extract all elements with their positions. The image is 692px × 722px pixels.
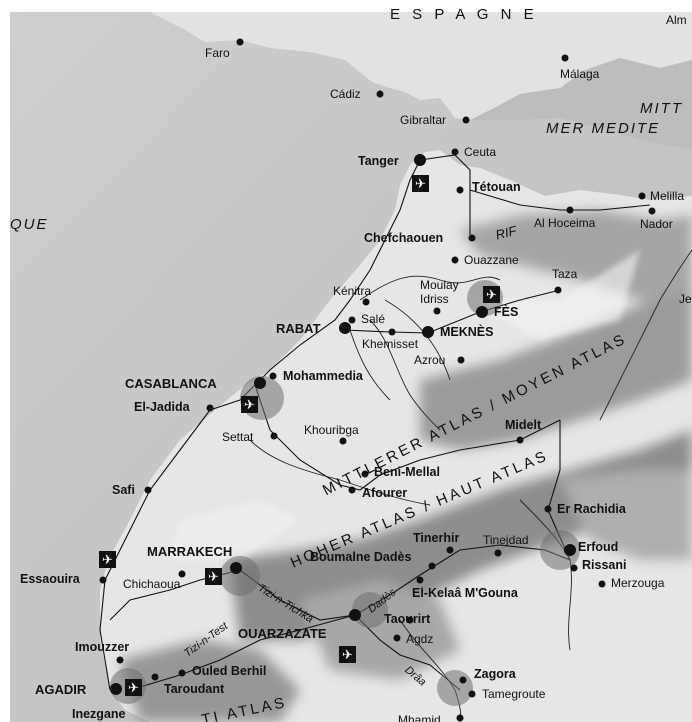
place-fes: FÈS (494, 305, 519, 319)
airport-marrakech-icon: ✈ (205, 568, 222, 585)
place-agadir: AGADIR (35, 682, 87, 697)
place-el-jadida: El-Jadida (134, 400, 190, 414)
place-alm: Alm (666, 13, 687, 27)
place-midelt: Midelt (505, 418, 542, 432)
place-cadiz: Cádiz (330, 87, 361, 101)
place-merzouga: Merzouga (611, 576, 665, 590)
region-mer-2: MER MEDITE (546, 120, 661, 137)
place-er-rachidia: Er Rachidia (557, 502, 626, 516)
place-tinejdad: Tinejdad (483, 533, 529, 547)
place-meknes: MEKNÈS (440, 325, 494, 339)
region-espagne: E S P A G N E (390, 6, 538, 23)
place-rabat: RABAT (276, 321, 321, 336)
place-boumalne-dades: Boumalne Dadès (310, 550, 412, 564)
place-erfoud: Erfoud (578, 540, 619, 554)
place-tinerhir: Tinerhir (413, 531, 460, 545)
spain-land (150, 12, 692, 120)
place-mohammedia: Mohammedia (283, 369, 363, 383)
place-nador: Nador (640, 217, 673, 231)
place-rissani: Rissani (582, 558, 627, 572)
town-dots (99, 38, 656, 722)
place-agdz: Agdz (406, 632, 434, 646)
place-azrou: Azrou (414, 353, 446, 367)
place-tanger: Tanger (358, 154, 399, 168)
airport-casablanca-icon: ✈ (241, 396, 258, 413)
place-al-hoceima: Al Hoceima (534, 216, 596, 230)
region-mer-1: MITT (640, 100, 683, 117)
place-mhamid: Mhamid (398, 713, 441, 722)
airport-essaouira-icon: ✈ (99, 551, 116, 568)
place-zagora: Zagora (474, 667, 516, 681)
mediterranean-sea (470, 58, 692, 150)
place-moulay: Moulay (420, 278, 459, 292)
place-je: Je (679, 292, 692, 306)
place-taroudant: Taroudant (164, 682, 225, 696)
place-chichaoua: Chichaoua (123, 577, 181, 591)
relief-shading (120, 210, 692, 722)
place-taourirt: Taourirt (384, 612, 431, 626)
airport-fes-icon: ✈ (483, 286, 500, 303)
place-kenitra: Kénitra (333, 284, 372, 298)
place-malaga: Málaga (560, 67, 600, 81)
place-melilla: Melilla (650, 189, 685, 203)
place-el-kelaa-mgouna: El-Kelaâ M'Gouna (412, 586, 518, 600)
place-ouarzazate: OUARZAZATE (238, 626, 327, 641)
airport-tanger-icon: ✈ (412, 175, 429, 192)
place-ouazzane: Ouazzane (464, 253, 519, 267)
place-gibraltar: Gibraltar (400, 113, 447, 127)
place-tetouan: Tétouan (472, 180, 521, 194)
place-marrakech: MARRAKECH (147, 544, 233, 559)
place-ouled-berhil: Ouled Berhil (192, 664, 267, 678)
place-essaouira: Essaouira (20, 572, 80, 586)
place-settat: Settat (222, 430, 254, 444)
place-sale: Salé (361, 312, 386, 326)
place-chefchaouen: Chefchaouen (364, 231, 444, 245)
place-idriss: Idriss (420, 292, 449, 306)
place-casablanca: CASABLANCA (125, 376, 217, 391)
place-imouzzer: Imouzzer (75, 640, 130, 654)
place-afourer: Afourer (362, 486, 408, 500)
place-tamegroute: Tamegroute (482, 687, 546, 701)
place-khouribga: Khouribga (304, 423, 359, 437)
place-faro: Faro (205, 46, 230, 60)
airport-agadir-icon: ✈ (125, 679, 142, 696)
place-taza: Taza (552, 267, 578, 281)
place-ceuta: Ceuta (464, 145, 497, 159)
region-que: QUE (10, 216, 49, 233)
airport-ouarzazate-icon: ✈ (339, 646, 356, 663)
place-inezgane: Inezgane (72, 707, 126, 721)
place-safi: Safi (112, 483, 135, 497)
place-khemisset: Khemisset (362, 337, 419, 351)
place-beni-mellal: Beni-Mellal (374, 465, 440, 479)
